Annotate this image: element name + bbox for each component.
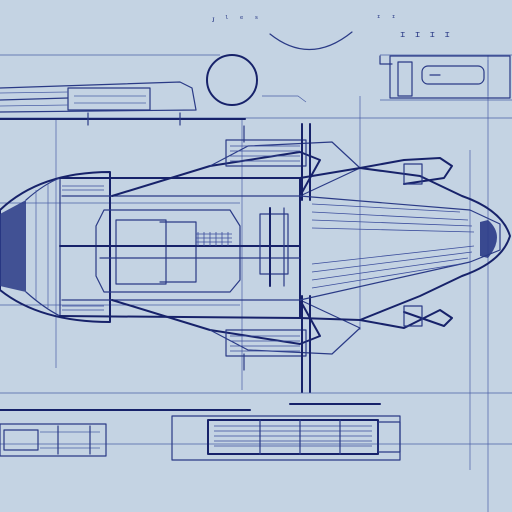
- engine-main-body: [0, 123, 511, 393]
- lower-fin-hatch: [230, 335, 300, 352]
- corner-scribble-marks: ɪ ɪ ɪ ɪ: [400, 30, 452, 40]
- rear-cone-hatch: [311, 203, 475, 289]
- nose-hatch: [62, 185, 104, 311]
- construction-lines: [0, 54, 512, 512]
- bottom-center-side-view: [171, 403, 401, 461]
- top-scribble-marks: ᴊ ˡ ᵉ ˢ: [212, 15, 262, 25]
- top-left-side-view: [0, 81, 246, 126]
- right-scribble-marks: ᶦ ᶦ: [376, 14, 399, 24]
- upper-fin-hatch: [230, 145, 300, 162]
- bottom-left-side-view: [0, 409, 251, 457]
- top-right-side-view: [379, 55, 511, 99]
- top-circle-detail: [206, 31, 353, 106]
- center-hatch: [196, 232, 232, 246]
- bottom-hatch: [214, 425, 372, 447]
